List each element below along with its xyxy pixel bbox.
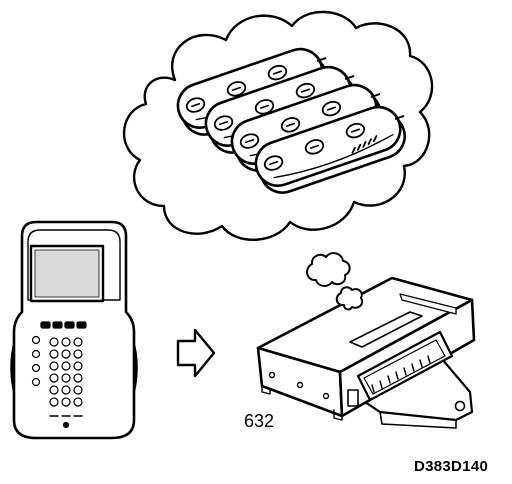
scan-tool-icon	[10, 220, 138, 440]
control-module-icon	[256, 276, 476, 429]
thought-bubble-small	[335, 286, 364, 311]
thought-bubble-medium	[306, 252, 351, 287]
hollow-right-arrow-icon	[176, 328, 216, 378]
figure-id-label: D383D140	[414, 458, 488, 475]
remote-key-fob-icon	[254, 105, 406, 194]
module-callout-label: 632	[244, 411, 274, 431]
remote-key-fobs-group	[176, 47, 406, 194]
